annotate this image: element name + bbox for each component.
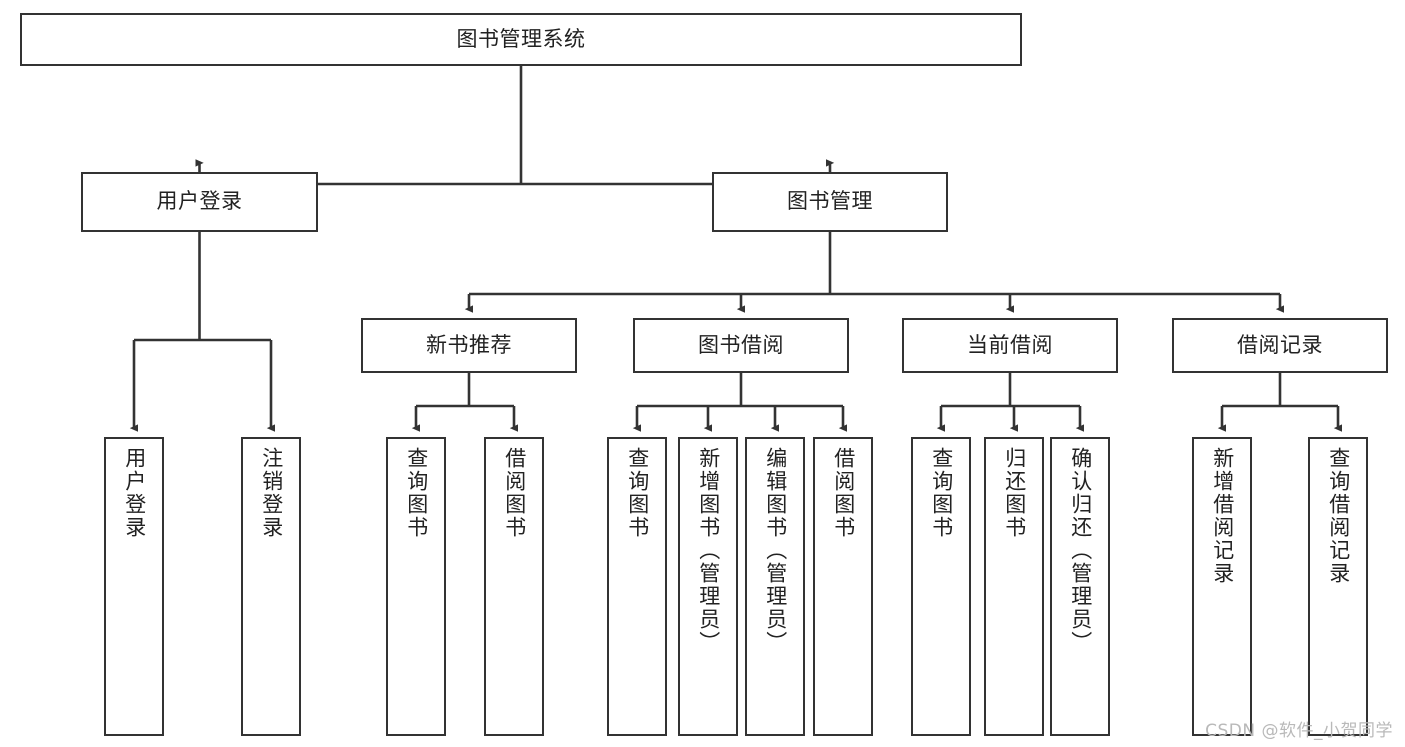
- node-leaf-query-book-2[interactable]: 查询图书: [607, 437, 667, 736]
- node-label-leaf-confirm-return: 确认归还（管理员）: [1068, 447, 1093, 654]
- node-label-current-borrow: 当前借阅: [967, 332, 1053, 357]
- node-leaf-borrow-book-2[interactable]: 借阅图书: [813, 437, 873, 736]
- node-new-book-rec[interactable]: 新书推荐: [361, 318, 577, 373]
- node-label-book-borrow: 图书借阅: [698, 332, 784, 357]
- node-label-leaf-query-book-1: 查询图书: [404, 447, 429, 539]
- node-label-book-manage: 图书管理: [787, 189, 873, 214]
- node-label-leaf-user-logout: 注销登录: [259, 447, 284, 539]
- node-label-root: 图书管理系统: [456, 26, 586, 51]
- node-label-leaf-borrow-book-2: 借阅图书: [831, 447, 856, 539]
- node-borrow-record[interactable]: 借阅记录: [1172, 318, 1388, 373]
- node-label-new-book-rec: 新书推荐: [426, 332, 512, 357]
- node-label-leaf-add-record: 新增借阅记录: [1210, 447, 1235, 585]
- node-label-user-login: 用户登录: [156, 189, 243, 214]
- node-label-borrow-record: 借阅记录: [1237, 332, 1323, 357]
- node-leaf-confirm-return[interactable]: 确认归还（管理员）: [1050, 437, 1110, 736]
- node-leaf-query-book-1[interactable]: 查询图书: [386, 437, 446, 736]
- node-leaf-edit-book[interactable]: 编辑图书（管理员）: [745, 437, 805, 736]
- node-leaf-add-book[interactable]: 新增图书（管理员）: [678, 437, 738, 736]
- node-leaf-query-record[interactable]: 查询借阅记录: [1308, 437, 1368, 736]
- node-leaf-borrow-book-1[interactable]: 借阅图书: [484, 437, 544, 736]
- node-book-borrow[interactable]: 图书借阅: [633, 318, 849, 373]
- node-leaf-query-book-3[interactable]: 查询图书: [911, 437, 971, 736]
- node-book-manage[interactable]: 图书管理: [712, 172, 948, 232]
- watermark-text: CSDN @软件_小贺同学: [1205, 721, 1393, 741]
- node-label-leaf-user-login: 用户登录: [122, 447, 147, 539]
- node-leaf-user-logout[interactable]: 注销登录: [241, 437, 301, 736]
- node-label-leaf-borrow-book-1: 借阅图书: [502, 447, 527, 539]
- node-label-leaf-edit-book: 编辑图书（管理员）: [763, 447, 788, 654]
- node-label-leaf-query-record: 查询借阅记录: [1326, 447, 1351, 585]
- node-current-borrow[interactable]: 当前借阅: [902, 318, 1118, 373]
- node-root[interactable]: 图书管理系统: [20, 13, 1022, 66]
- node-label-leaf-return-book: 归还图书: [1002, 447, 1027, 539]
- node-user-login[interactable]: 用户登录: [81, 172, 318, 232]
- node-label-leaf-query-book-3: 查询图书: [929, 447, 954, 539]
- node-label-leaf-add-book: 新增图书（管理员）: [696, 447, 721, 654]
- node-leaf-user-login[interactable]: 用户登录: [104, 437, 164, 736]
- node-label-leaf-query-book-2: 查询图书: [625, 447, 650, 539]
- node-leaf-add-record[interactable]: 新增借阅记录: [1192, 437, 1252, 736]
- node-leaf-return-book[interactable]: 归还图书: [984, 437, 1044, 736]
